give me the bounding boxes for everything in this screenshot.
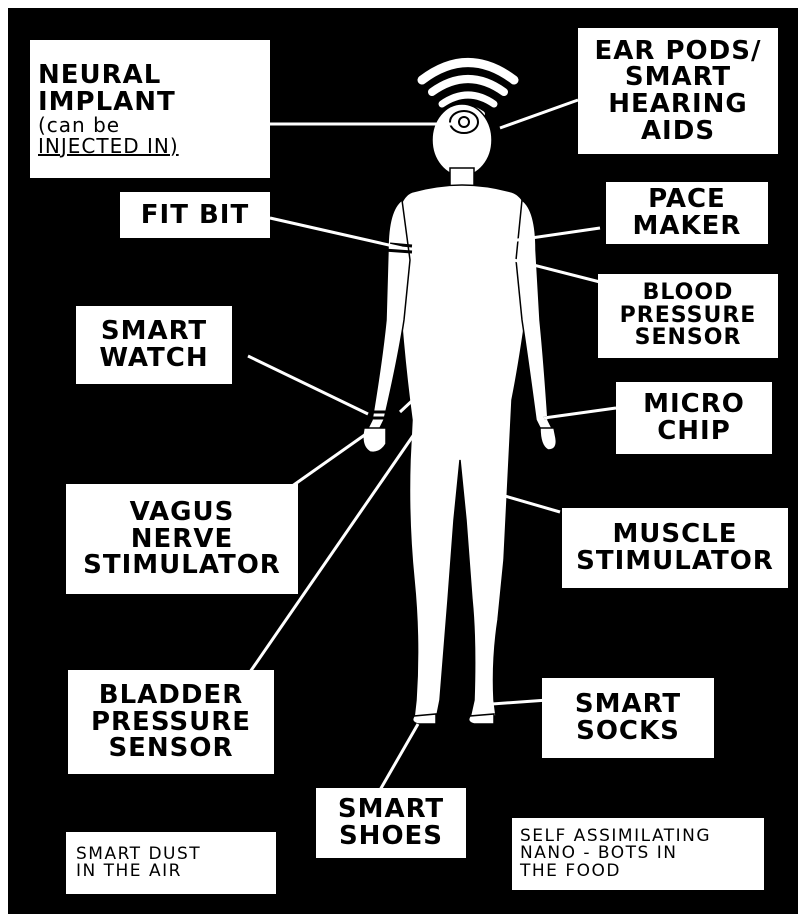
label-line: MAKER <box>633 213 742 240</box>
label-line: SENSOR <box>635 327 742 349</box>
label-neural-implant: NEURAL IMPLANT (can be INJECTED IN) <box>30 40 270 178</box>
label-line: SENSOR <box>108 735 233 762</box>
label-line: IMPLANT <box>38 89 176 116</box>
label-line: (can be <box>38 115 120 135</box>
label-line: CHIP <box>657 418 731 445</box>
label-line: NEURAL <box>38 62 161 89</box>
label-line: SOCKS <box>576 718 680 745</box>
label-vagus-nerve-stimulator: VAGUS NERVE STIMULATOR <box>66 484 298 594</box>
label-line: PACE <box>648 186 726 213</box>
label-line: THE FOOD <box>520 863 621 880</box>
label-line: FIT BIT <box>141 202 249 229</box>
label-line: BLADDER <box>99 682 243 709</box>
label-line: SMART <box>338 796 444 823</box>
label-line: BLOOD <box>643 282 734 304</box>
label-line: STIMULATOR <box>83 552 281 579</box>
label-smart-shoes: SMART SHOES <box>316 788 466 858</box>
label-nano-bots: SELF ASSIMILATING NANO - BOTS IN THE FOO… <box>512 818 764 890</box>
label-smart-dust: SMART DUST IN THE AIR <box>66 832 276 894</box>
label-line: SMART <box>101 318 207 345</box>
label-line: WATCH <box>99 345 208 372</box>
label-line: STIMULATOR <box>576 548 774 575</box>
label-line: PRESSURE <box>91 709 251 736</box>
label-line: MUSCLE <box>612 521 737 548</box>
label-line: EAR PODS/ <box>595 38 762 65</box>
label-smart-socks: SMART SOCKS <box>542 678 714 758</box>
label-micro-chip: MICRO CHIP <box>616 382 772 454</box>
label-line: SHOES <box>339 823 443 850</box>
label-fit-bit: FIT BIT <box>120 192 270 238</box>
label-line: AIDS <box>641 118 715 145</box>
human-silhouette <box>363 104 556 724</box>
label-line: VAGUS <box>130 499 235 526</box>
label-line: INJECTED IN) <box>38 136 179 156</box>
label-line: SMART <box>575 691 681 718</box>
label-line: NERVE <box>131 526 233 553</box>
label-line: PRESSURE <box>620 305 757 327</box>
label-bladder-pressure-sensor: BLADDER PRESSURE SENSOR <box>68 670 274 774</box>
label-blood-pressure-sensor: BLOOD PRESSURE SENSOR <box>598 274 778 358</box>
label-pacemaker: PACE MAKER <box>606 182 768 244</box>
label-line: SMART <box>625 64 731 91</box>
label-line: IN THE AIR <box>76 863 182 880</box>
label-line: MICRO <box>643 391 745 418</box>
label-ear-pods: EAR PODS/ SMART HEARING AIDS <box>578 28 778 154</box>
label-muscle-stimulator: MUSCLE STIMULATOR <box>562 508 788 588</box>
label-line: HEARING <box>608 91 747 118</box>
label-smart-watch: SMART WATCH <box>76 306 232 384</box>
